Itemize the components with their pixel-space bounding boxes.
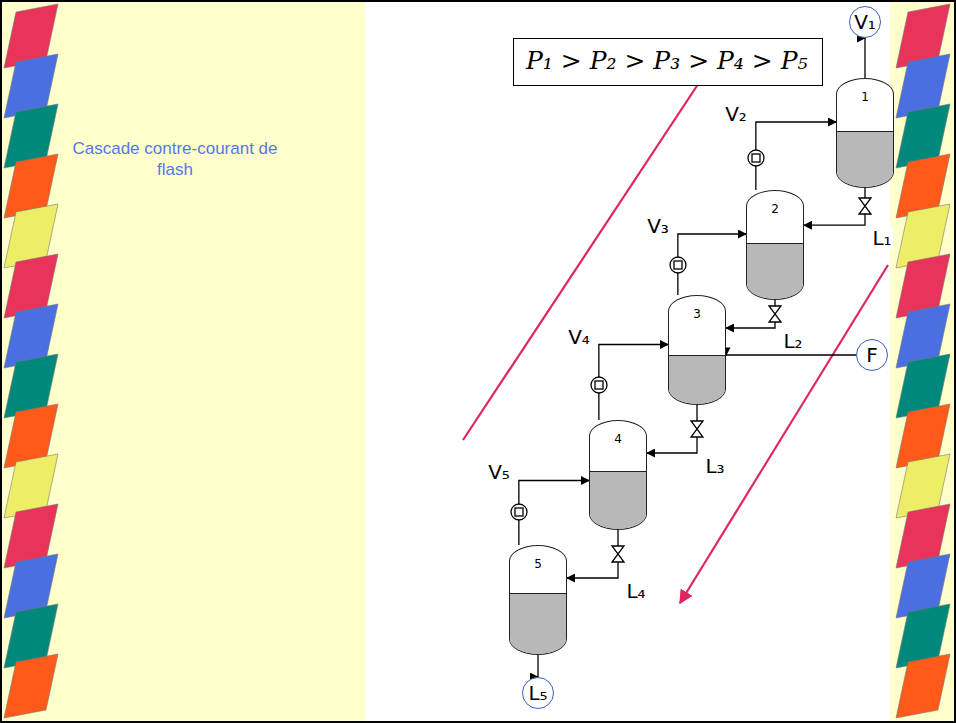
node-text: P₁ > P₂ > P₃ > P₄ > P₅ — [526, 45, 810, 77]
pump-symbol — [748, 150, 764, 166]
pipe-connector — [864, 38, 865, 78]
pipe-connector — [537, 655, 538, 677]
stream-label: L₂ — [781, 330, 804, 352]
liquid-phase — [669, 355, 725, 404]
pipe-connector — [599, 345, 668, 421]
right-band — [890, 0, 956, 723]
node-text: 5 — [534, 557, 542, 571]
slide-title: Cascade contre-courant de flash — [70, 138, 280, 180]
node-text: 4 — [614, 432, 622, 446]
liquid-phase — [510, 593, 566, 655]
node-text: 1 — [861, 90, 869, 104]
node-text: 2 — [771, 202, 779, 216]
pipe-connector — [567, 530, 618, 578]
valve-symbol — [769, 306, 781, 322]
stream-label: V₅ — [486, 461, 512, 483]
flash-drum: 5 — [509, 545, 567, 655]
stream-label: V₂ — [723, 103, 749, 125]
pump-symbol — [511, 504, 527, 520]
flash-drum: 2 — [746, 190, 804, 300]
pipe-connector — [804, 188, 865, 225]
node-text: L₅ — [528, 682, 547, 704]
pipe-connector — [726, 300, 775, 328]
stripe — [4, 654, 58, 718]
stream-circle: F — [856, 339, 888, 371]
node-text: V₁ — [854, 11, 876, 33]
liquid-phase — [590, 471, 646, 529]
pump-symbol — [670, 257, 686, 273]
node-text: 3 — [693, 307, 701, 321]
node-text: F — [866, 344, 878, 366]
stream-label: L₁ — [870, 227, 893, 249]
stream-circle: V₁ — [849, 6, 881, 38]
liquid-phase — [837, 131, 893, 187]
pipe-connector — [519, 481, 589, 546]
stream-label: V₃ — [645, 215, 671, 237]
stripe — [896, 654, 950, 718]
stream-label: L₄ — [624, 580, 647, 602]
pipe-connector — [678, 234, 746, 295]
stream-label: V₄ — [566, 326, 592, 348]
stripe-decoration — [4, 4, 950, 718]
pipe-connector — [726, 354, 856, 356]
valve-symbol — [612, 546, 624, 562]
stream-circle: L₅ — [522, 677, 554, 709]
flash-drum: 1 — [836, 78, 894, 188]
pump-symbol — [591, 377, 607, 393]
liquid-phase — [747, 243, 803, 299]
pressure-formula-box: P₁ > P₂ > P₃ > P₄ > P₅ — [513, 38, 823, 86]
flash-drum: 3 — [668, 295, 726, 405]
pipe-connector — [647, 405, 697, 453]
flash-drum: 4 — [589, 420, 647, 530]
valve-symbol — [859, 198, 871, 214]
stream-label: L₃ — [703, 455, 726, 477]
pipe-connector — [756, 122, 836, 190]
left-band — [0, 0, 365, 723]
valve-symbol — [691, 421, 703, 437]
